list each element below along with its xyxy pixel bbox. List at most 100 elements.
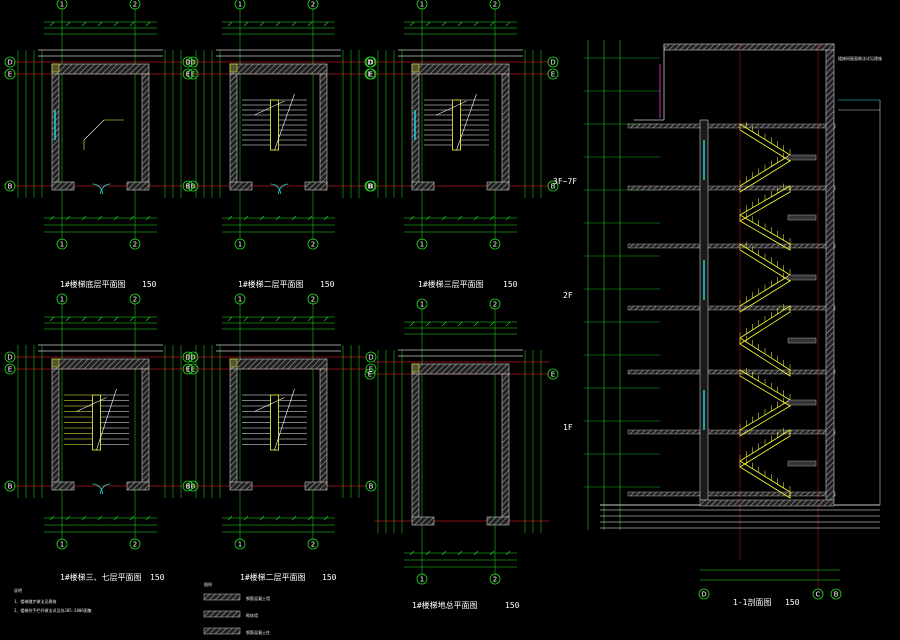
axis-bubble-label: E xyxy=(8,71,12,79)
wall-bottom-left xyxy=(229,481,253,491)
wall-bottom-left xyxy=(51,481,75,491)
section-stair-flight xyxy=(739,429,791,468)
axis-bubble-bottom-2: 2 xyxy=(129,538,141,550)
axis-bubble-circle xyxy=(307,0,319,10)
dimension-tick xyxy=(259,515,265,521)
axis-bubble-top-1: 1 xyxy=(416,298,428,310)
door-swing xyxy=(92,183,103,195)
axis-bubble-label: E xyxy=(186,366,190,374)
axis-bubble-label: D xyxy=(367,59,372,67)
wall-right xyxy=(319,73,328,187)
legend-swatch-3 xyxy=(203,627,241,635)
dimension-tick xyxy=(473,550,479,556)
dimension-tick xyxy=(145,316,151,322)
axis-bubble-circle xyxy=(698,588,710,600)
dimension-tick xyxy=(457,321,463,327)
plan-title-3: 1#楼梯三层平面图 xyxy=(418,279,484,289)
axis-bubble-circle xyxy=(365,480,377,492)
dimension-tick xyxy=(505,21,511,27)
dimension-tick xyxy=(307,515,313,521)
axis-bubble-bottom-1: 1 xyxy=(234,538,246,550)
axis-bubble-circle xyxy=(416,0,428,10)
direction-arrow xyxy=(76,397,107,412)
axis-bubble-label: E xyxy=(186,71,190,79)
section-landing xyxy=(787,460,817,467)
dimension-tick xyxy=(227,316,233,322)
axis-bubble-circle xyxy=(365,351,377,363)
axis-bubble-circle xyxy=(4,351,16,363)
plan-scale-2: 150 xyxy=(320,280,335,289)
axis-bubble-circle xyxy=(365,363,377,375)
axis-bubble-circle xyxy=(416,238,428,250)
axis-bubble-label: 1 xyxy=(60,1,64,9)
direction-arrow xyxy=(254,100,285,116)
legend-item-3: 钢筋混凝土柱 xyxy=(246,629,270,635)
section-landing xyxy=(787,214,817,221)
axis-bubble-circle xyxy=(4,56,16,68)
wall-right xyxy=(141,73,150,187)
axis-bubble-circle xyxy=(547,180,559,192)
section-floor-slab xyxy=(627,243,836,249)
dimension-tick xyxy=(505,550,511,556)
dimension-tick xyxy=(473,215,479,221)
axis-bubble-circle xyxy=(56,0,68,10)
dimension-tick xyxy=(473,21,479,27)
wall-bottom-left xyxy=(411,181,435,191)
axis-bubble-circle xyxy=(812,588,824,600)
dimension-tick xyxy=(505,321,511,327)
section-axis-bubble-c: C xyxy=(812,588,824,600)
axis-bubble-circle xyxy=(56,293,68,305)
dimension-tick xyxy=(145,21,151,27)
axis-bubble-top-2: 2 xyxy=(489,298,501,310)
axis-bubble-left: D xyxy=(4,351,16,363)
axis-bubble-label: 1 xyxy=(238,296,242,304)
axis-bubble-label: 1 xyxy=(238,541,242,549)
axis-bubble-circle xyxy=(489,573,501,585)
section-floor-slab xyxy=(627,429,836,435)
wall-top xyxy=(229,63,328,75)
section-floor-label-low: 1F xyxy=(563,423,573,432)
legend-item-1: 钢筋混凝土墙 xyxy=(246,595,270,601)
section-landing xyxy=(787,274,817,281)
axis-bubble-left: E xyxy=(364,68,376,80)
legend-swatch-2 xyxy=(203,610,241,618)
dimension-tick xyxy=(425,550,431,556)
axis-bubble-circle xyxy=(364,56,376,68)
axis-bubble-label: C xyxy=(816,591,821,599)
axis-bubble-bottom-1: 1 xyxy=(234,238,246,250)
axis-bubble-label: 2 xyxy=(133,1,137,9)
axis-bubble-label: 1 xyxy=(60,241,64,249)
dimension-tick xyxy=(425,321,431,327)
dimension-tick xyxy=(97,515,103,521)
dimension-tick xyxy=(457,550,463,556)
dimension-tick xyxy=(81,515,87,521)
axis-bubble-bottom-1: 1 xyxy=(416,238,428,250)
axis-bubble-circle xyxy=(547,56,559,68)
dimension-tick xyxy=(243,316,249,322)
axis-bubble-left: D xyxy=(364,56,376,68)
dimension-tick xyxy=(97,21,103,27)
axis-bubble-circle xyxy=(364,68,376,80)
dimension-tick xyxy=(65,316,71,322)
section-axis-bubble-b: B xyxy=(830,588,842,600)
plan-title-6: 1#楼梯地总平面图 xyxy=(412,600,478,610)
axis-bubble-bottom-2: 2 xyxy=(489,573,501,585)
dimension-tick xyxy=(243,215,249,221)
dimension-tick xyxy=(409,215,415,221)
axis-bubble-left: B xyxy=(364,180,376,192)
wall-top xyxy=(51,358,150,370)
axis-bubble-label: 1 xyxy=(60,541,64,549)
dimension-tick xyxy=(291,515,297,521)
axis-bubble-circle xyxy=(129,0,141,10)
wall-bottom-left xyxy=(51,181,75,191)
wall-top xyxy=(411,63,510,75)
wall-left xyxy=(229,73,238,187)
wall-top xyxy=(51,63,150,75)
axis-bubble-label: 1 xyxy=(238,241,242,249)
dimension-tick xyxy=(129,316,135,322)
dimension-tick xyxy=(113,316,119,322)
axis-bubble-label: B xyxy=(186,483,191,491)
